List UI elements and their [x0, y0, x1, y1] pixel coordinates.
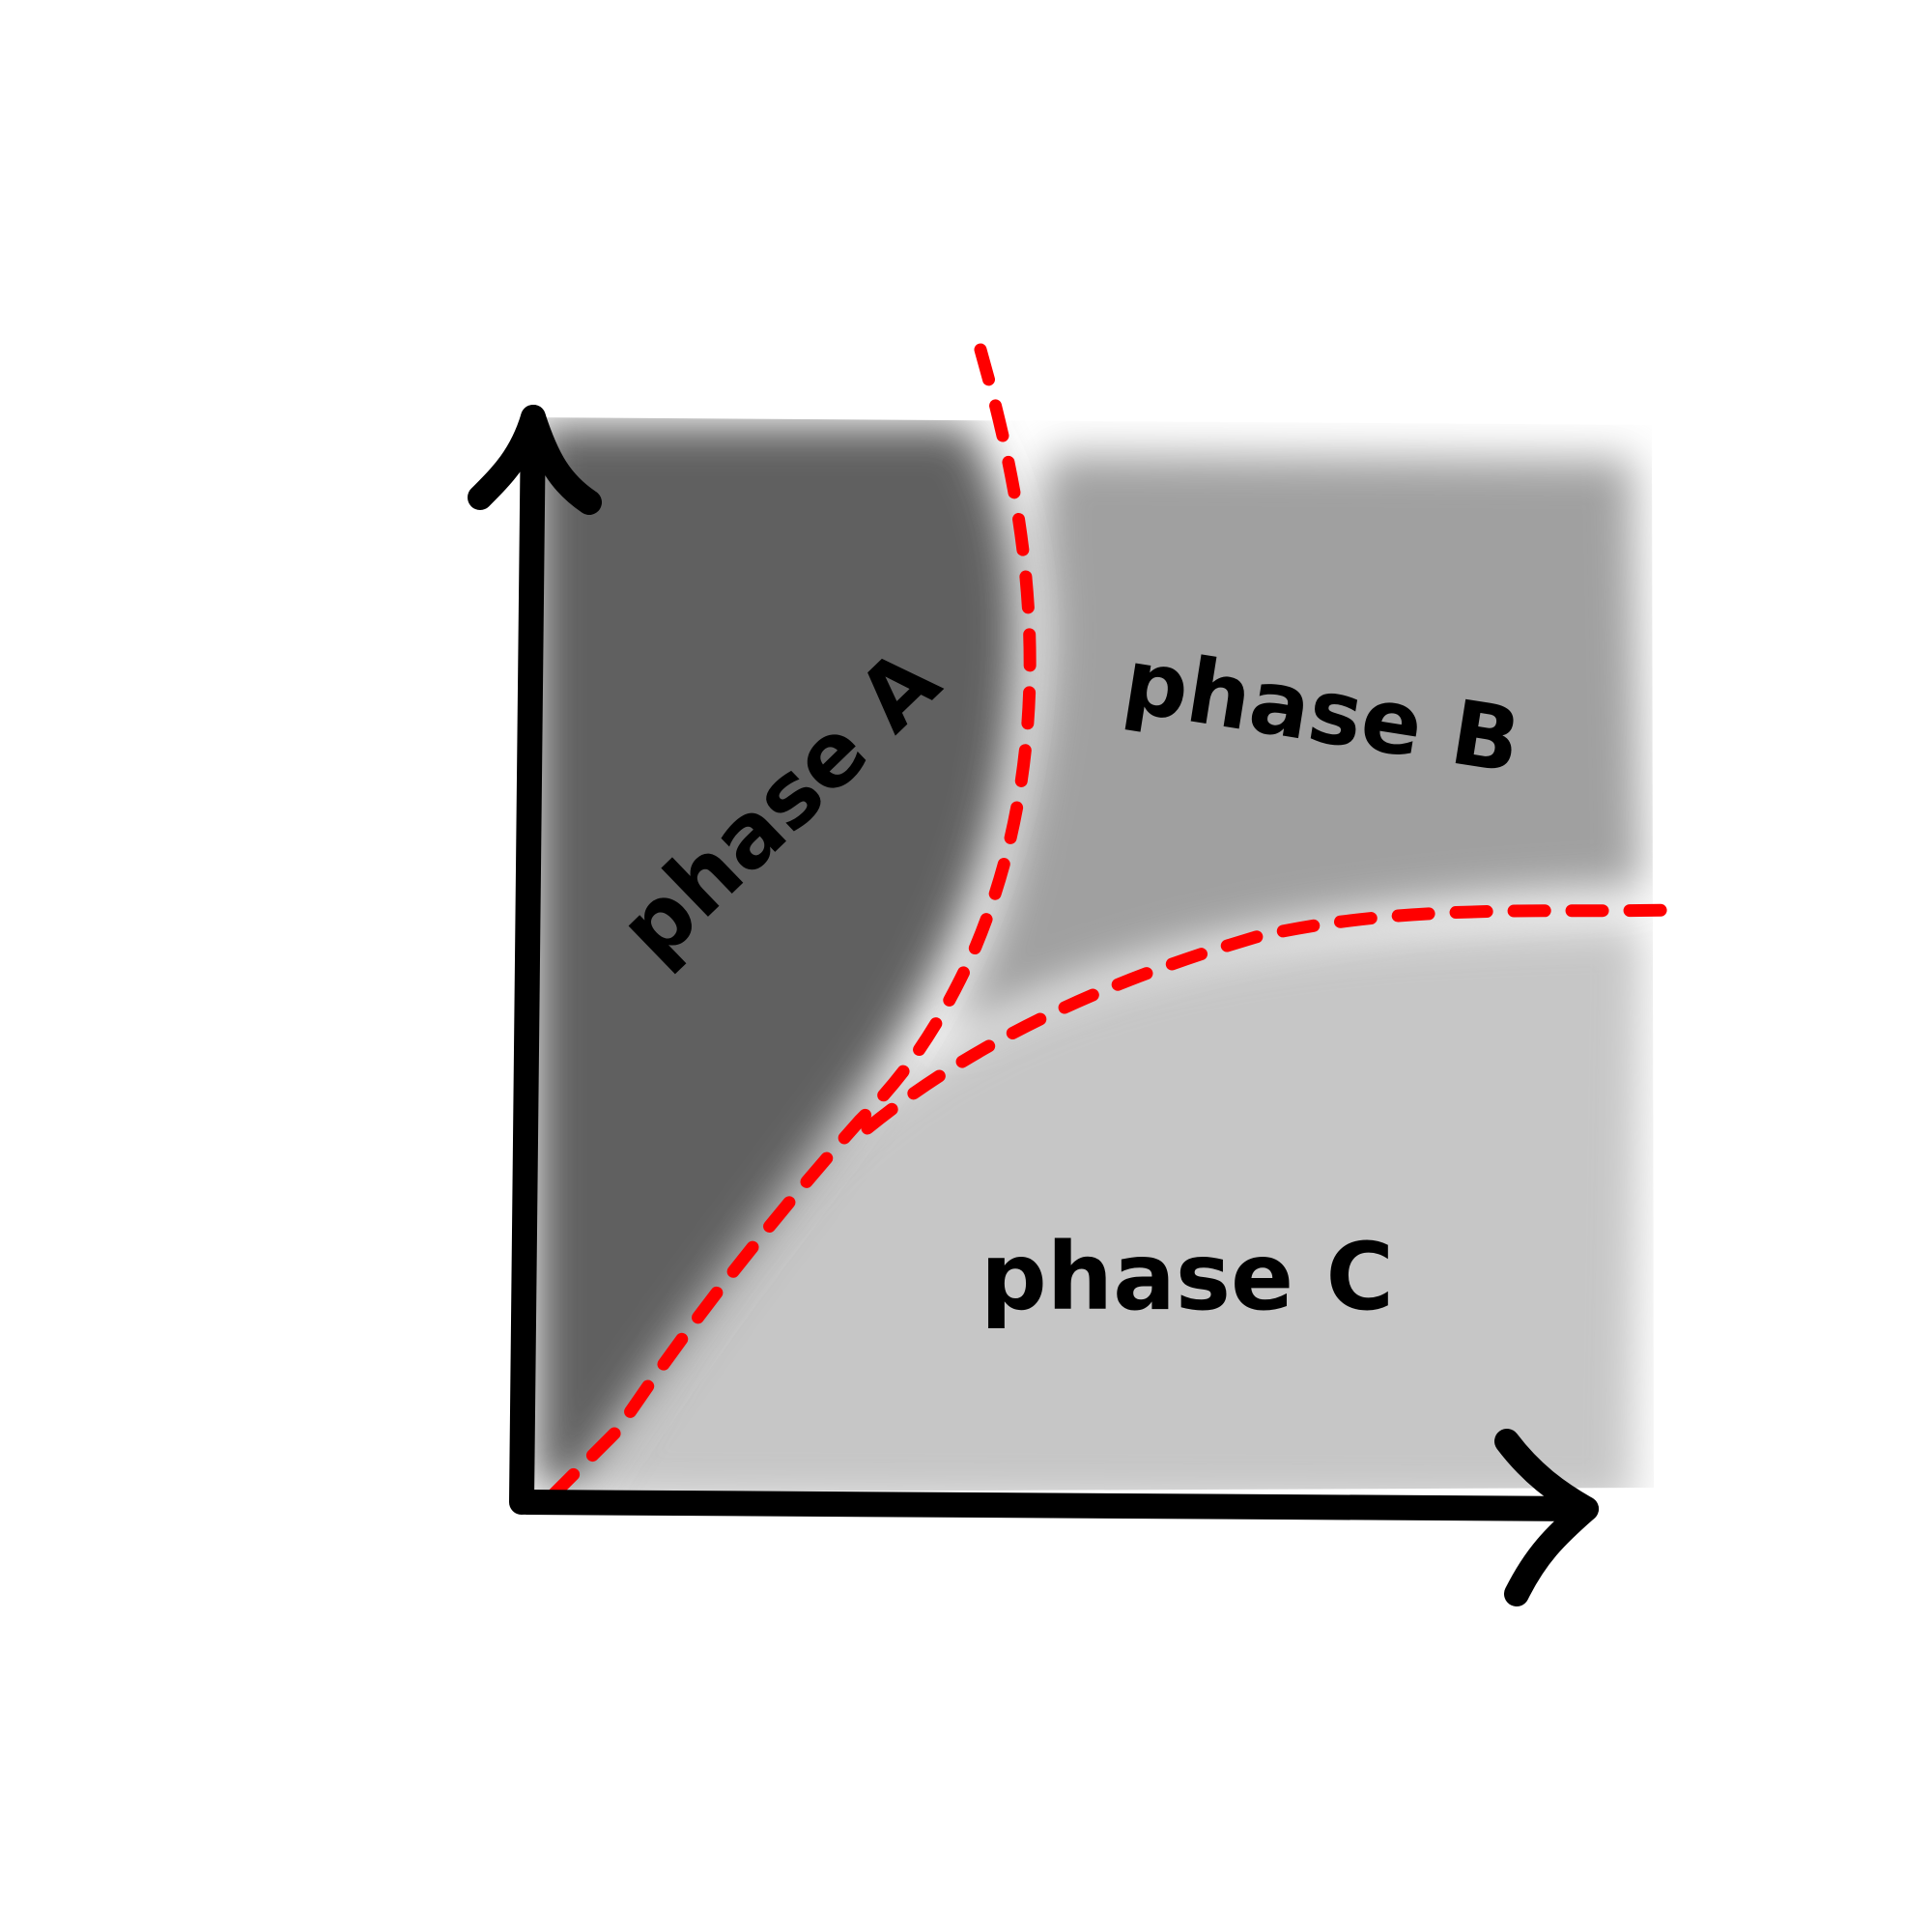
- x-axis-arrowhead: [1494, 1429, 1599, 1606]
- region-phase-b: [947, 454, 1642, 1038]
- phase-c-label: phase C: [980, 1223, 1394, 1331]
- boundary-a-b: [542, 343, 1037, 1506]
- boundary-b-c: [861, 903, 1678, 1135]
- regions: [536, 425, 1642, 1492]
- axes: [468, 405, 1599, 1606]
- y-axis-line: [509, 405, 546, 1515]
- x-axis-line: [514, 1490, 1599, 1521]
- y-axis-arrowhead: [468, 405, 602, 515]
- phase-boundaries: [542, 343, 1678, 1506]
- region-phase-c: [580, 923, 1642, 1492]
- region-phase-a: [536, 425, 1018, 1488]
